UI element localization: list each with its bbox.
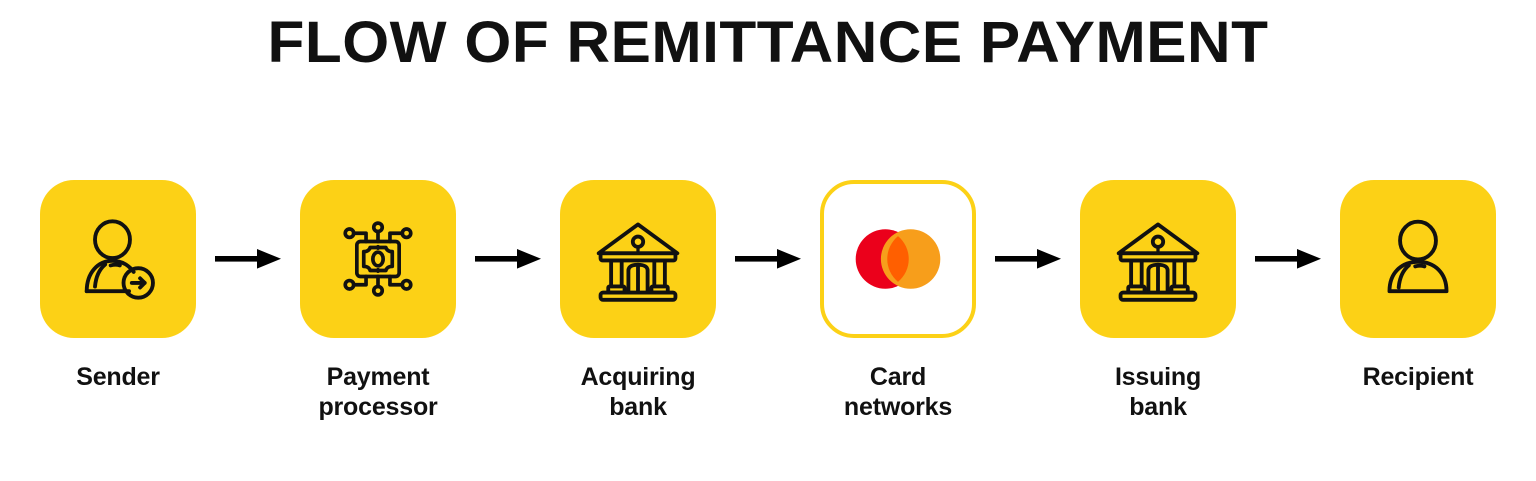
flow-step-label: Sender xyxy=(76,363,160,391)
mastercard-logo-icon xyxy=(844,223,952,295)
bank-building-icon xyxy=(1110,211,1206,307)
payment-chip-icon xyxy=(332,213,424,305)
flow-step-label: Issuing bank xyxy=(1114,363,1202,421)
tile-sender[interactable] xyxy=(40,180,196,338)
flow-step-acquiring-bank[interactable]: Acquiring bank xyxy=(560,180,716,422)
tile-recipient[interactable] xyxy=(1340,180,1496,338)
page-title: FLOW OF REMITTANCE PAYMENT xyxy=(267,10,1269,75)
arrow-right-icon xyxy=(995,180,1061,338)
tile-issuing-bank[interactable] xyxy=(1080,180,1236,338)
flow-step-payment-processor[interactable]: Payment processor xyxy=(300,180,456,422)
bank-building-icon xyxy=(590,211,686,307)
tile-payment-processor[interactable] xyxy=(300,180,456,338)
flow-step-label: Acquiring bank xyxy=(580,363,696,421)
arrow-right-icon xyxy=(1255,180,1321,338)
arrow-right-icon xyxy=(475,180,541,338)
flow-step-sender[interactable]: Sender xyxy=(40,180,196,392)
flow-step-label: Recipient xyxy=(1362,363,1474,391)
arrow-right-icon xyxy=(215,180,281,338)
arrow-right-icon xyxy=(735,180,801,338)
person-arrow-icon xyxy=(72,213,164,305)
remittance-flow-diagram: Sender xyxy=(40,180,1496,440)
tile-acquiring-bank[interactable] xyxy=(560,180,716,338)
flow-step-card-networks[interactable]: Card networks xyxy=(820,180,976,422)
flow-step-label: Card networks xyxy=(843,363,953,421)
flow-step-issuing-bank[interactable]: Issuing bank xyxy=(1080,180,1236,422)
tile-card-networks[interactable] xyxy=(820,180,976,338)
flow-step-recipient[interactable]: Recipient xyxy=(1340,180,1496,392)
person-icon xyxy=(1372,213,1464,305)
flow-step-label: Payment processor xyxy=(318,363,438,421)
